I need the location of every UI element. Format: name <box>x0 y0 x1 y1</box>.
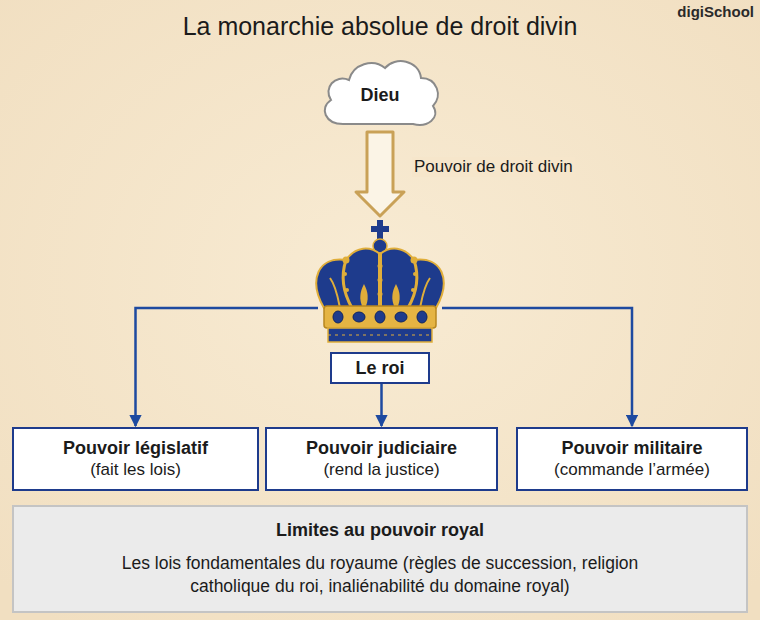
power-box: Pouvoir militaire(commande l’armée) <box>516 427 748 491</box>
limits-box: Limites au pouvoir royalLes lois fondame… <box>12 505 748 613</box>
box-heading: Pouvoir militaire <box>561 438 702 460</box>
diagram-title: La monarchie absolue de droit divin <box>0 12 760 41</box>
power-box: Pouvoir législatif(fait les lois) <box>12 427 259 491</box>
branch-arrow <box>136 308 319 426</box>
cloud-outline <box>325 61 438 125</box>
box-heading: Pouvoir judiciaire <box>306 438 457 460</box>
box-heading: Pouvoir législatif <box>63 438 208 460</box>
power-box: Pouvoir judiciaire(rend la justice) <box>265 427 498 491</box>
node-text: Dieu <box>360 81 399 106</box>
box-body: Les lois fondamentales du royaume (règle… <box>100 552 660 598</box>
branch-arrow <box>380 384 383 426</box>
box-body: (fait les lois) <box>90 459 181 480</box>
branch-arrow <box>442 308 632 426</box>
king-label-box: Le roi <box>330 352 430 384</box>
box-body: (commande l’armée) <box>554 459 710 480</box>
crown-illustration <box>300 218 460 350</box>
watermark: digiSchool <box>677 3 754 20</box>
edge-label: Pouvoir de droit divin <box>412 157 575 177</box>
cloud-node: Dieu <box>315 52 445 134</box>
divine-arrow <box>356 132 404 216</box>
node-text: Le roi <box>355 358 404 379</box>
king-node: Le roi <box>318 218 442 384</box>
box-heading: Limites au pouvoir royal <box>276 520 484 542</box>
box-body: (rend la justice) <box>323 459 439 480</box>
